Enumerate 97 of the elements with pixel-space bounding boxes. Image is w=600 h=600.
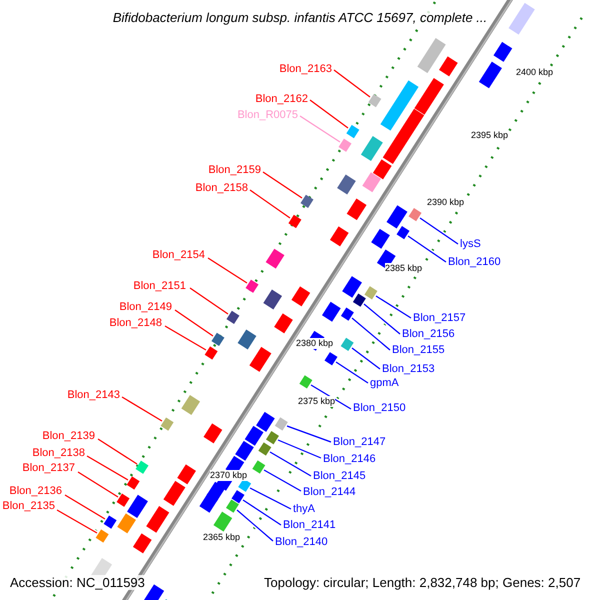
leader-line <box>56 509 98 534</box>
gene-label: Blon_2135 <box>2 500 55 512</box>
gene-block <box>116 494 130 507</box>
leader-line <box>64 494 106 520</box>
gene-label: thyA <box>293 503 316 515</box>
leader-line <box>364 304 400 334</box>
gene-label: Blon_2148 <box>109 317 162 329</box>
leader-line <box>242 500 282 526</box>
leader-line <box>264 469 302 492</box>
footer-text: Accession: NC_011593 <box>8 575 147 590</box>
leader-line <box>98 438 138 464</box>
gene-block <box>299 375 312 389</box>
leader-line <box>78 472 118 498</box>
scale-tick-label: 2390 kbp <box>427 197 464 208</box>
scale-tick-label: 2365 kbp <box>203 532 240 543</box>
leader-line <box>286 425 332 443</box>
gene-block <box>346 124 360 138</box>
scale-tick-label: 2370 kbp <box>210 470 248 481</box>
gene-block <box>126 476 140 490</box>
gene-block <box>226 310 240 324</box>
leader-line <box>164 325 206 351</box>
scale-tick-label: 2375 kbp <box>298 396 336 407</box>
gene-block <box>238 478 252 492</box>
map-title: Bifidobacterium longum subsp. infantis ATCC 15697, complete ... <box>112 10 488 25</box>
gene-block <box>340 338 354 352</box>
scale-tick-label: 2395 kbp <box>471 130 508 141</box>
gene-block <box>252 460 266 474</box>
gene-block <box>136 460 149 474</box>
leader-line <box>208 258 248 284</box>
leader-line <box>250 190 290 218</box>
leader-line <box>262 172 302 198</box>
gene-label: Blon_2147 <box>333 436 386 448</box>
leader-line <box>334 70 370 98</box>
gene-label: Blon_2139 <box>42 430 95 442</box>
leader-line <box>86 455 128 481</box>
scale-tick-label: 2400 kbp <box>516 67 554 78</box>
leader-line <box>310 100 348 128</box>
gene-label: Blon_2160 <box>448 256 501 268</box>
gene-label: Blon_2149 <box>119 301 172 313</box>
gene-block <box>232 490 244 504</box>
gene-block <box>258 442 272 456</box>
gene-label: Blon_2153 <box>382 363 435 375</box>
gene-label: Blon_2145 <box>313 470 366 482</box>
scale-tick-label: 2385 kbp <box>385 263 422 274</box>
gene-block <box>300 194 314 208</box>
gene-label: Blon_2138 <box>32 447 85 459</box>
gene-block <box>266 431 279 444</box>
gene-label: Blon_2163 <box>279 63 332 75</box>
leader-line <box>300 116 340 142</box>
gene-block <box>352 294 366 307</box>
gene-label: Blon_2155 <box>392 344 445 356</box>
leader-line <box>310 384 352 410</box>
gene-block <box>246 280 259 293</box>
gene-label: lysS <box>460 238 481 250</box>
gene-label: Blon_R0075 <box>237 109 298 121</box>
gene-label: Blon_2157 <box>413 312 466 324</box>
leader-line <box>236 510 274 542</box>
leader-line <box>352 348 380 370</box>
gene-block <box>288 214 302 228</box>
gene-block <box>160 417 174 431</box>
gene-label: Blon_2150 <box>353 402 406 414</box>
leader-line <box>190 288 228 314</box>
leader-line <box>250 487 292 510</box>
gene-block <box>396 226 410 240</box>
leader-line <box>352 318 390 350</box>
scale-tick-label: 2380 kbp <box>296 338 334 349</box>
gene-label: Blon_2144 <box>303 486 356 498</box>
gene-block <box>338 138 352 152</box>
leader-line <box>122 396 162 422</box>
gene-label: Blon_2159 <box>208 164 261 176</box>
gene-label: Blon_2136 <box>9 485 62 497</box>
leader-line <box>336 362 368 384</box>
gene-label: Blon_2158 <box>195 182 248 194</box>
gene-label: Blon_2140 <box>275 536 328 548</box>
gene-label: Blon_2141 <box>283 519 336 531</box>
footer-text: Topology: circular; Length: 2,832,748 bp; Genes: 2,507 <box>262 575 583 590</box>
gene-block <box>204 346 218 360</box>
leader-line <box>420 218 458 244</box>
leader-line <box>270 451 312 477</box>
gene-block <box>324 352 338 366</box>
leader-line <box>376 296 412 318</box>
gene-label: Blon_2146 <box>323 453 376 465</box>
gene-label: Blon_2156 <box>402 328 455 340</box>
gene-block <box>340 308 354 321</box>
gene-block <box>211 332 224 346</box>
leader-line <box>174 310 214 336</box>
gene-label: Blon_2154 <box>152 249 205 261</box>
leader-line <box>278 439 322 459</box>
leader-line <box>408 236 446 262</box>
gene-label: Blon_2162 <box>255 93 308 105</box>
gene-label: Blon_2151 <box>133 280 186 292</box>
gene-block <box>226 499 239 513</box>
gene-label: gpmA <box>370 377 399 389</box>
gene-label: Blon_2143 <box>67 389 120 401</box>
gene-block <box>364 286 378 300</box>
gene-block <box>96 529 109 543</box>
gene-label: Blon_2137 <box>22 462 75 474</box>
